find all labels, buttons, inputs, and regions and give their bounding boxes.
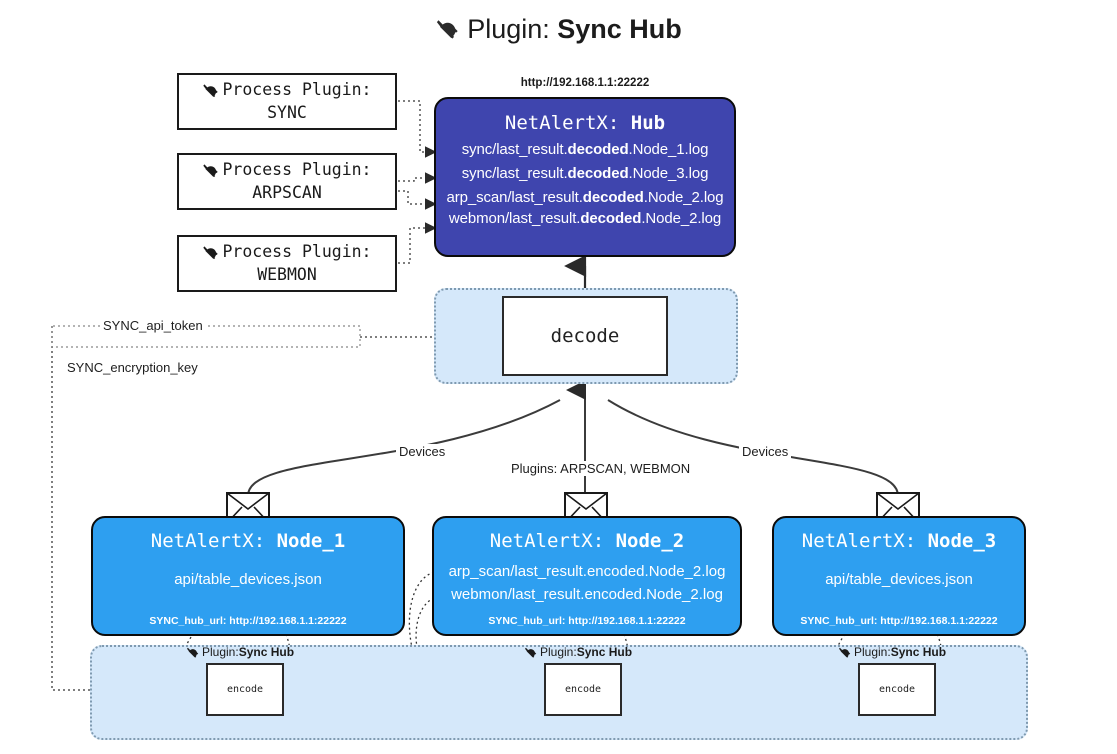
- encode-box-3[interactable]: encode: [858, 663, 936, 716]
- edge-label-plugins-center: Plugins: ARPSCAN, WEBMON: [508, 461, 694, 476]
- plug-icon: [839, 647, 851, 658]
- hub-log-line: sync/last_result.decoded.Node_3.log: [461, 165, 709, 182]
- node-title: NetAlertX: Node_1: [150, 530, 346, 552]
- encode-box-2[interactable]: encode: [544, 663, 622, 716]
- page-title: Plugin: Sync Hub: [0, 14, 1117, 45]
- process-plugin-name: WEBMON: [257, 264, 317, 284]
- node-title: NetAlertX: Node_3: [801, 530, 997, 552]
- node-hub-url-label: SYNC_hub_url: http://192.168.1.1:22222: [149, 615, 347, 627]
- node-box-node-3[interactable]: NetAlertX: Node_3 api/table_devices.json…: [772, 516, 1026, 636]
- title-prefix: Plugin:: [467, 14, 558, 44]
- edge-label-devices-left: Devices: [396, 444, 449, 459]
- node-box-node-2[interactable]: NetAlertX: Node_2 arp_scan/last_result.e…: [432, 516, 742, 636]
- sync-hub-plugin-label-1: Plugin: Sync Hub: [186, 645, 294, 659]
- sync-hub-plugin-label-3: Plugin: Sync Hub: [838, 645, 946, 659]
- process-plugin-name: SYNC: [267, 102, 307, 122]
- plug-icon: [187, 647, 199, 658]
- sync-hub-plugin-label-2: Plugin: Sync Hub: [524, 645, 632, 659]
- plug-icon: [203, 84, 219, 97]
- node-box-node-1[interactable]: NetAlertX: Node_1 api/table_devices.json…: [91, 516, 405, 636]
- process-plugin-label: Process Plugin:: [222, 242, 372, 262]
- process-plugin-label: Process Plugin:: [222, 80, 372, 100]
- process-plugin-name: ARPSCAN: [252, 182, 322, 202]
- node-resource-line: arp_scan/last_result.encoded.Node_2.log: [448, 563, 726, 580]
- hub-title: NetAlertX: Hub: [436, 112, 734, 134]
- node-resource-line: api/table_devices.json: [174, 571, 322, 588]
- hub-log-line: sync/last_result.decoded.Node_1.log: [461, 141, 709, 158]
- node-resource-line: webmon/last_result.encoded.Node_2.log: [451, 586, 723, 603]
- secret-label-api-token: SYNC_api_token: [100, 318, 206, 333]
- hub-box[interactable]: NetAlertX: Hub sync/last_result.decoded.…: [434, 97, 736, 257]
- edge-label-devices-right: Devices: [739, 444, 792, 459]
- title-name: Sync Hub: [557, 14, 682, 44]
- hub-log-line: arp_scan/last_result.decoded.Node_2.log: [446, 189, 724, 206]
- node-hub-url-label: SYNC_hub_url: http://192.168.1.1:22222: [800, 615, 998, 627]
- node-title: NetAlertX: Node_2: [489, 530, 685, 552]
- hub-url-label: http://192.168.1.1:22222: [520, 77, 650, 89]
- plug-icon: [437, 20, 458, 39]
- node-resource-line: api/table_devices.json: [825, 571, 973, 588]
- encode-box-1[interactable]: encode: [206, 663, 284, 716]
- process-plugin-box-sync[interactable]: Process Plugin: SYNC: [177, 73, 397, 130]
- decode-box[interactable]: decode: [502, 296, 668, 376]
- plug-icon: [203, 246, 219, 259]
- process-plugin-box-arpscan[interactable]: Process Plugin: ARPSCAN: [177, 153, 397, 210]
- hub-title-name: Hub: [630, 112, 666, 134]
- hub-log-line: webmon/last_result.decoded.Node_2.log: [448, 210, 722, 227]
- node-hub-url-label: SYNC_hub_url: http://192.168.1.1:22222: [488, 615, 686, 627]
- process-plugin-label: Process Plugin:: [222, 160, 372, 180]
- secret-label-encryption-key: SYNC_encryption_key: [64, 360, 201, 375]
- plug-icon: [203, 164, 219, 177]
- hub-title-prefix: NetAlertX:: [504, 112, 631, 134]
- process-plugin-box-webmon[interactable]: Process Plugin: WEBMON: [177, 235, 397, 292]
- plug-icon: [525, 647, 537, 658]
